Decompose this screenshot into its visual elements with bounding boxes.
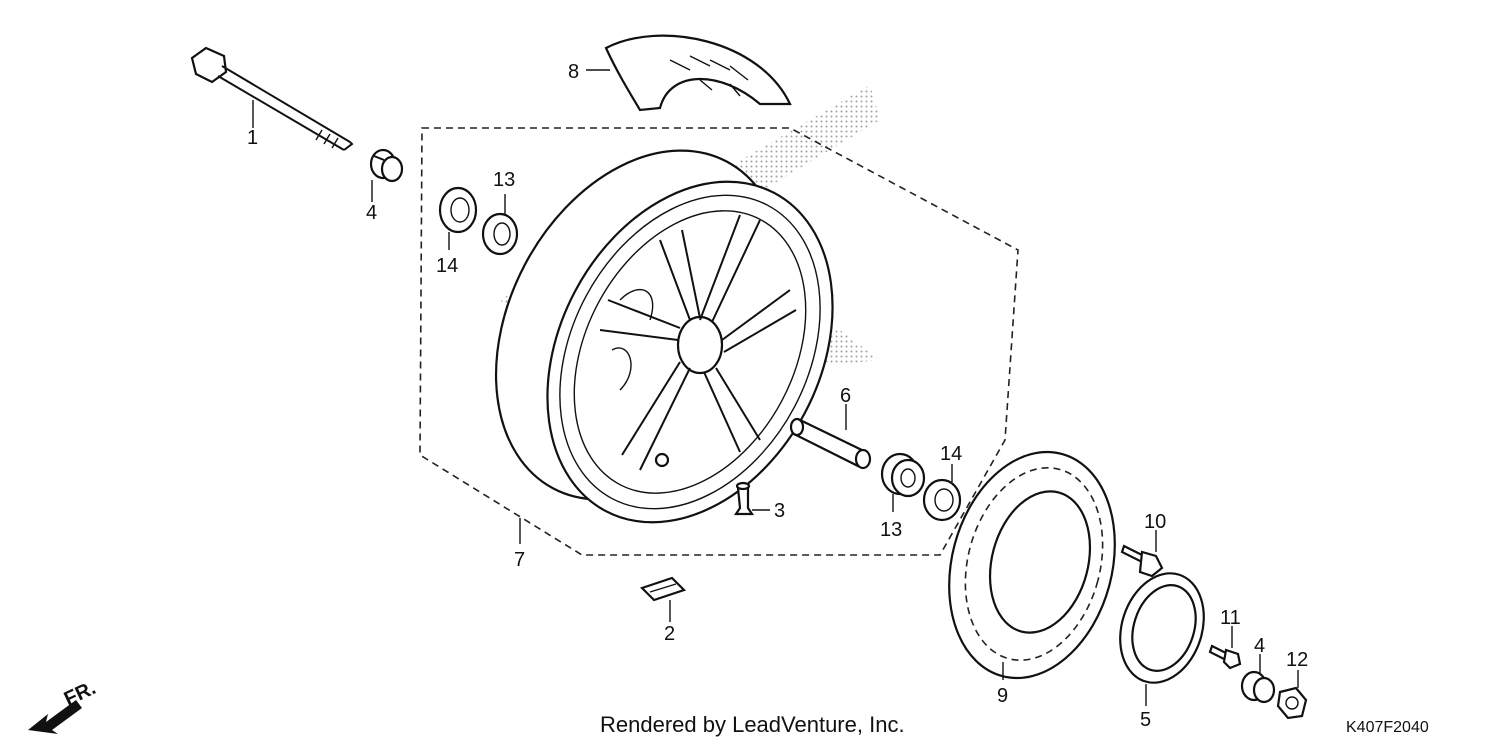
callout-4-right: 4: [1254, 635, 1265, 657]
axle-bolt: [190, 46, 354, 151]
callout-3: 3: [774, 500, 785, 522]
collar-left: [369, 148, 404, 183]
callout-9: 9: [997, 685, 1008, 707]
dust-seal-upper: [481, 212, 519, 256]
callout-4-left: 4: [366, 202, 377, 224]
cast-wheel: [494, 149, 834, 524]
tire-valve: [733, 481, 755, 516]
callout-5: 5: [1140, 709, 1151, 731]
wheel-assembly-box: [419, 127, 1019, 556]
bearing-lower-right: [922, 478, 962, 522]
distance-collar: [789, 417, 872, 470]
front-direction-label: FR.: [61, 677, 99, 711]
callout-10: 10: [1144, 511, 1166, 533]
callout-12: 12: [1286, 649, 1308, 671]
collar-right: [1240, 670, 1276, 704]
small-bolt: [1208, 644, 1242, 670]
axle-nut: [1276, 686, 1308, 720]
callout-7: 7: [514, 549, 525, 571]
callout-13-lower: 13: [880, 519, 902, 541]
dust-seal-lower: [880, 452, 926, 498]
callout-6: 6: [840, 385, 851, 407]
dust-seal-ring: [1119, 572, 1205, 684]
footer-credit: Rendered by LeadVenture, Inc.: [600, 712, 905, 737]
brake-disc: [948, 450, 1116, 680]
diagram-code: K407F2040: [1346, 719, 1429, 736]
callout-8: 8: [568, 61, 579, 83]
callout-2: 2: [664, 623, 675, 645]
callout-11: 11: [1220, 607, 1241, 629]
front-direction-arrow-icon: [28, 700, 82, 734]
callout-13-upper: 13: [493, 169, 515, 191]
callout-14-upper: 14: [436, 255, 458, 277]
callout-1: 1: [247, 127, 258, 149]
tire: [604, 34, 792, 112]
bearing-upper-left: [438, 186, 478, 234]
disc-bolt: [1120, 544, 1164, 578]
callout-14-lower: 14: [940, 443, 962, 465]
balance-weight: [639, 576, 687, 602]
